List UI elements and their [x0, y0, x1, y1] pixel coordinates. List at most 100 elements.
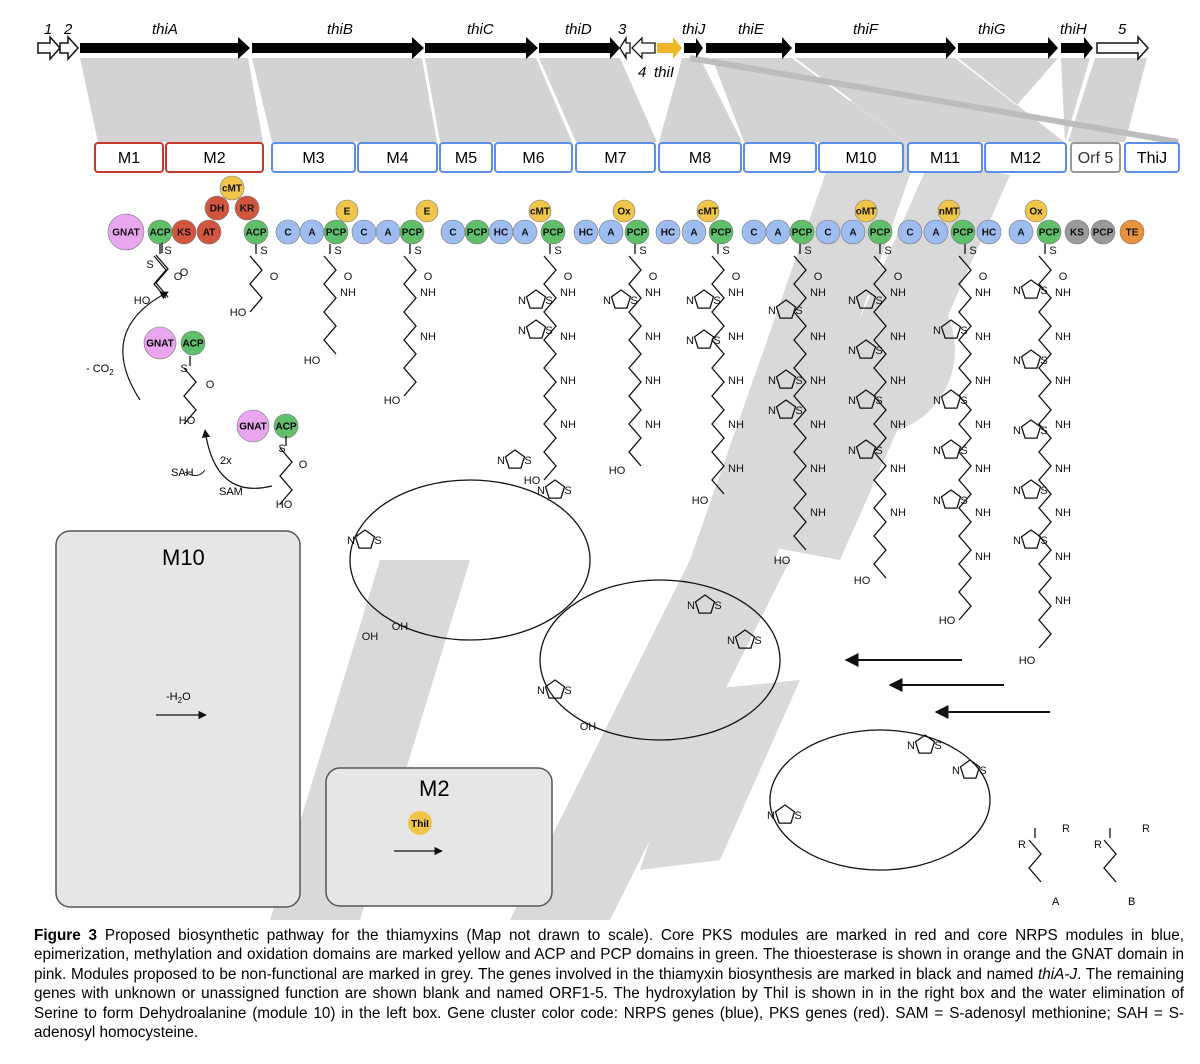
- domain-label: A: [932, 228, 939, 239]
- ring-col6-r0: [693, 289, 715, 309]
- domain-gnat-0: [107, 213, 145, 251]
- gene-arrow-thiE: [706, 37, 792, 59]
- ring-mc1-r3: [354, 529, 376, 549]
- atom-mc2-r1-s: S: [714, 600, 721, 612]
- chain-col9: [958, 255, 972, 621]
- atom-col5-r0-n: N: [603, 295, 611, 307]
- gene-arrow-thiB: [252, 37, 424, 59]
- chain-load3: [279, 447, 293, 505]
- minus-h2o-label: -H2O: [166, 691, 191, 705]
- domain-ox-25: [612, 199, 636, 223]
- atom-col10-r2-s: S: [1040, 425, 1047, 437]
- module-label: M3: [302, 150, 324, 167]
- macrocycle-2: [539, 579, 781, 741]
- ring-mc1-r1: [504, 449, 526, 469]
- gene-label-thiE: thiE: [738, 21, 765, 38]
- atom-col1-ho: HO: [230, 307, 247, 319]
- domain-pcp-32: [789, 219, 815, 245]
- domain-label: HC: [579, 228, 593, 239]
- atom-col4-r1-n: N: [518, 325, 526, 337]
- atom-col9-nh472: NH: [975, 463, 991, 475]
- atom-col6-nh296: NH: [728, 287, 744, 299]
- caption-text-1: Proposed biosynthetic pathway for the th…: [34, 927, 1185, 983]
- domain-label: KS: [177, 228, 191, 239]
- ring-mc3-r1: [914, 734, 936, 754]
- chain-col10: [1038, 255, 1052, 649]
- atom-col8-r2-n: N: [848, 395, 856, 407]
- domain-label: GNAT: [146, 339, 174, 350]
- atom-mc2-r3-n: N: [537, 685, 545, 697]
- domain-label: A: [308, 228, 315, 239]
- atom-col10-nh560: NH: [1055, 551, 1071, 563]
- atom-col9-r2-s: S: [960, 445, 967, 457]
- domain-a-34: [840, 219, 866, 245]
- atom-load2-s: S: [180, 363, 187, 375]
- ring-col10-r4: [1020, 529, 1042, 549]
- ring-col8-r2: [855, 389, 877, 409]
- domain-kr-5: [234, 195, 260, 221]
- chain-col0: [153, 255, 167, 299]
- domain-label: C: [284, 228, 291, 239]
- chain-col4: [543, 255, 557, 481]
- figure-caption: Figure 3 Proposed biosynthetic pathway f…: [34, 926, 1184, 1042]
- atom-col7-r0-n: N: [768, 305, 776, 317]
- module-box-m5: [439, 142, 493, 173]
- atom-col10-r4-n: N: [1013, 535, 1021, 547]
- gene-label-thiB: thiB: [327, 21, 353, 38]
- domain-e-15: [415, 199, 439, 223]
- ring-col10-r0: [1020, 279, 1042, 299]
- atom-col4-s: S: [554, 245, 561, 257]
- domain-label: PCP: [543, 228, 564, 239]
- atom-load1-o: O: [180, 267, 189, 279]
- ring-mc1-r2: [544, 479, 566, 499]
- macrocycle-3: [769, 729, 991, 871]
- domain-c-37: [897, 219, 923, 245]
- domain-hc-22: [573, 219, 599, 245]
- domain-label: A: [1017, 228, 1024, 239]
- sam-sah-arrow: [184, 469, 206, 476]
- atom-col8-r3-n: N: [848, 445, 856, 457]
- atom-col0-o: O: [174, 271, 183, 283]
- atom-load3-o: O: [299, 459, 308, 471]
- atom-col5-nh428: NH: [645, 419, 661, 431]
- atom-col5-nh296: NH: [645, 287, 661, 299]
- gene-label-5: 5: [1118, 21, 1127, 38]
- atom-col6-nh472: NH: [728, 463, 744, 475]
- domain-label: cMT: [530, 207, 550, 218]
- atom-col9-r2-n: N: [933, 445, 941, 457]
- atom-col6-nh340: NH: [728, 331, 744, 343]
- module-box-m2: [165, 142, 264, 173]
- gene-label-thiA: thiA: [152, 21, 178, 38]
- domain-label: HC: [982, 228, 996, 239]
- gene-label-thiC: thiC: [467, 21, 494, 38]
- atom-col10-r3-s: S: [1040, 485, 1047, 497]
- domain-e-11: [335, 199, 359, 223]
- module-box-m12: [984, 142, 1067, 173]
- gene-arrow-1: [37, 35, 62, 61]
- domain-pcp-10: [323, 219, 349, 245]
- atom-col1-o: O: [270, 271, 279, 283]
- domain-a-19: [512, 219, 538, 245]
- atom-col9-nh384: NH: [975, 375, 991, 387]
- atom-col9-s: S: [969, 245, 976, 257]
- gene-label-thiJ: thiJ: [682, 21, 706, 38]
- atom-col9-r3-n: N: [933, 495, 941, 507]
- chain-load2: [183, 367, 197, 425]
- atom-mc3-r1-n: N: [907, 740, 915, 752]
- atom-col6-r1-n: N: [686, 335, 694, 347]
- atom-mc3-r3-n: N: [767, 810, 775, 822]
- domain-label: ACP: [245, 228, 266, 239]
- atom-col8-nh472: NH: [890, 463, 906, 475]
- domain-pcp-46: [1090, 219, 1116, 245]
- atom-col6-o: O: [732, 271, 741, 283]
- chain-col2: [323, 255, 337, 355]
- module-label: M5: [455, 150, 477, 167]
- atom-col9-r3-s: S: [960, 495, 967, 507]
- domain-label: PCP: [627, 228, 648, 239]
- domain-label: PCP: [1093, 228, 1114, 239]
- atom-col8-nh340: NH: [890, 331, 906, 343]
- atom-col7-ho: HO: [774, 555, 791, 567]
- atom-col6-s: S: [722, 245, 729, 257]
- module-label: M7: [604, 150, 626, 167]
- atom-col4-ho: HO: [524, 475, 541, 487]
